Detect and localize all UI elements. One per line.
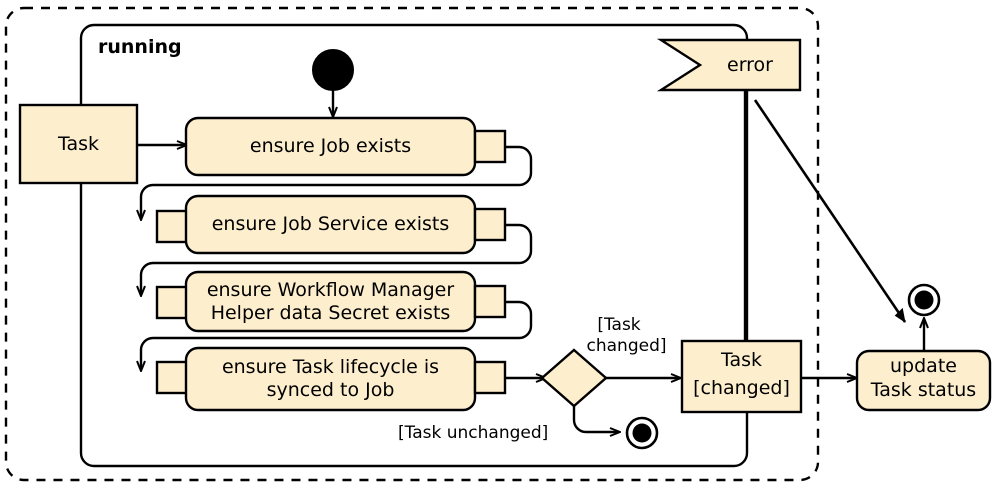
loop-wire-2 bbox=[139, 223, 533, 287]
loop-wire-1 bbox=[139, 145, 533, 209]
outer-dashed-frame bbox=[4, 6, 820, 482]
running-partition-frame bbox=[79, 23, 749, 468]
update-task-status-box bbox=[855, 349, 992, 412]
task-object-box bbox=[18, 103, 139, 185]
error-signal-flag bbox=[656, 38, 802, 92]
loop-wire-3 bbox=[139, 300, 533, 362]
edge-decision-unchanged bbox=[572, 406, 619, 432]
edge-error-to-final bbox=[753, 99, 907, 323]
activity-box-2 bbox=[184, 194, 477, 255]
activity-box-1 bbox=[184, 116, 477, 177]
activity-input-pin-3 bbox=[155, 285, 189, 320]
activity-box-3 bbox=[184, 270, 477, 333]
activity-final-node-outer-dot bbox=[914, 290, 934, 310]
activity-input-pin-4 bbox=[155, 360, 189, 395]
task-changed-object-box bbox=[680, 339, 803, 414]
activity-final-node-inner-dot bbox=[632, 423, 652, 443]
activity-input-pin-2 bbox=[155, 209, 189, 244]
activity-output-pin-2 bbox=[473, 207, 507, 242]
activity-output-pin-1 bbox=[473, 129, 507, 164]
activity-box-4 bbox=[184, 346, 477, 412]
activity-output-pin-4 bbox=[473, 360, 507, 395]
initial-node bbox=[312, 49, 354, 91]
decision-diamond bbox=[540, 348, 608, 408]
activity-output-pin-3 bbox=[473, 284, 507, 319]
